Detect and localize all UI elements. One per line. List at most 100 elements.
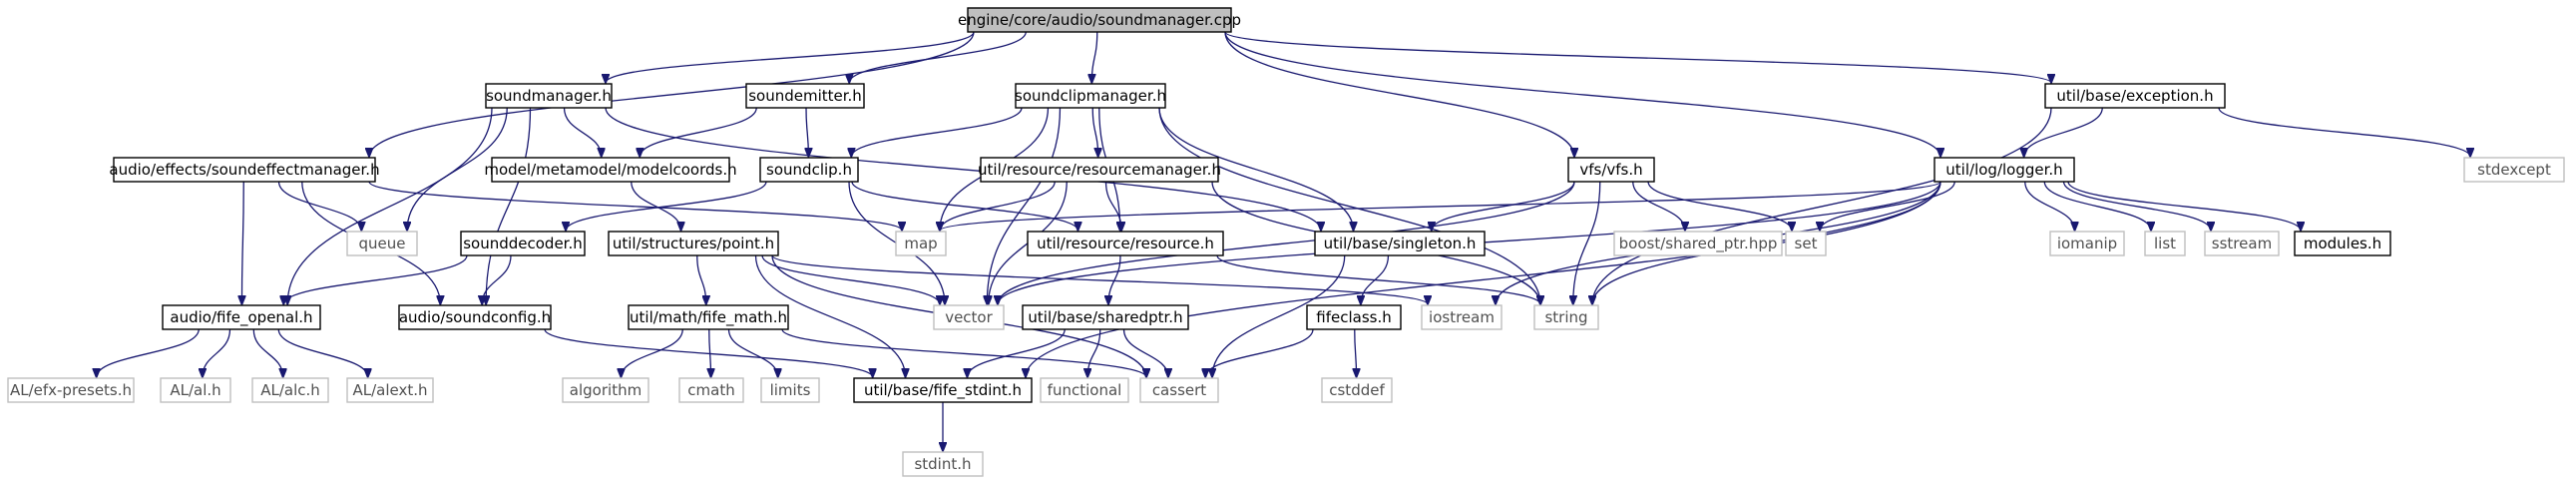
node-label: cstddef [1329,381,1385,399]
node-label: util/math/fife_math.h [630,308,787,327]
edge-vfs_h-to-string [1573,181,1601,304]
node-fife-stdint-h[interactable]: util/base/fife_stdint.h [853,377,1033,403]
edge-fife_openal_h-to-alc_h [252,328,282,377]
node-label: soundemitter.h [748,87,862,105]
node-vfs-h[interactable]: vfs/vfs.h [1567,157,1655,183]
node-soundclipmanager-h[interactable]: soundclipmanager.h [1015,83,1166,109]
node-box [933,304,1005,330]
node-soundemitter-h[interactable]: soundemitter.h [745,83,865,109]
node-box [2463,157,2565,183]
node-soundeffectmanager-h[interactable]: audio/effects/soundeffectmanager.h [109,157,380,183]
node-singleton-h[interactable]: util/base/singleton.h [1314,231,1486,256]
node-point-h[interactable]: util/structures/point.h [608,231,779,256]
edge-logger_h-to-list [2043,181,2151,231]
node-list: list [2144,231,2186,256]
node-soundconfig-h[interactable]: audio/soundconfig.h [398,304,552,330]
node-label: AL/alc.h [260,381,320,399]
node-modelcoords-h[interactable]: model/metamodel/modelcoords.h [484,157,737,183]
node-box [7,377,135,403]
node-exception-h[interactable]: util/base/exception.h [2044,83,2226,109]
node-label: model/metamodel/modelcoords.h [484,161,736,179]
node-label: cassert [1152,381,1206,399]
node-label: soundclipmanager.h [1015,87,1166,105]
node-root[interactable]: engine/core/audio/soundmanager.cpp [958,7,1241,33]
node-limits: limits [760,377,820,403]
node-box [162,304,321,330]
node-box [346,231,418,256]
node-box [1314,231,1486,256]
node-box [980,157,1219,183]
edge-resourcemanager_h-to-map [940,181,1056,231]
edge-logger_h-to-set [1820,181,1955,231]
node-box [485,83,613,109]
node-modules-h[interactable]: modules.h [2294,231,2391,256]
node-soundclip-h[interactable]: soundclip.h [759,157,859,183]
edge-singleton_h-to-cassert [1212,254,1346,377]
edge-root-to-soundclipmanager_h [1091,31,1098,83]
node-label: util/base/sharedptr.h [1028,308,1182,326]
node-label: functional [1048,381,1122,399]
node-box [1613,231,1783,256]
node-box [2049,231,2125,256]
edge-fife_openal_h-to-efx_presets_h [97,328,200,377]
node-label: iostream [1429,308,1495,326]
edge-fife_openal_h-to-alext_h [277,328,367,377]
node-sounddecoder-h[interactable]: sounddecoder.h [460,231,586,256]
node-string: string [1533,304,1599,330]
node-label: util/log/logger.h [1945,161,2062,179]
node-resourcemanager-h[interactable]: util/resource/resourcemanager.h [978,157,1221,183]
node-iostream: iostream [1421,304,1503,330]
node-box [2144,231,2186,256]
edge-soundclipmanager_h-to-resourcemanager_h [1091,107,1097,157]
edge-exception_h-to-stdexcept [2218,107,2470,157]
node-fife-math-h[interactable]: util/math/fife_math.h [628,304,789,330]
edge-root-to-soundeffectmanager_h [369,31,975,157]
edge-fife_math_h-to-limits [727,328,778,377]
node-box [346,377,434,403]
edge-soundclipmanager_h-to-vector [987,107,1062,304]
node-fife-openal-h[interactable]: audio/fife_openal.h [162,304,321,330]
node-label: audio/fife_openal.h [170,308,312,327]
node-label: map [904,235,937,252]
node-box [1015,83,1166,109]
edge-sharedptr_h-to-fife_stdint_h [967,328,1066,377]
node-resource-h[interactable]: util/resource/resource.h [1027,231,1224,256]
node-label: util/resource/resourcemanager.h [978,161,1221,179]
node-box [562,377,649,403]
node-cmath: cmath [678,377,744,403]
edge-vfs_h-to-vector [998,181,1575,304]
node-box [1567,157,1655,183]
node-sharedptr-h[interactable]: util/base/sharedptr.h [1022,304,1189,330]
edge-soundemitter_h-to-modelcoords_h [640,107,757,157]
node-fifeclass-h[interactable]: fifeclass.h [1306,304,1402,330]
node-label: fifeclass.h [1316,308,1391,326]
node-label: audio/soundconfig.h [399,308,551,326]
node-stdexcept: stdexcept [2463,157,2565,183]
node-label: cmath [687,381,734,399]
edge-point_h-to-vector [761,254,940,304]
node-soundmanager-h[interactable]: soundmanager.h [485,83,613,109]
edge-point_h-to-iostream [771,254,1428,304]
node-queue: queue [346,231,418,256]
edge-vfs_h-to-shared_ptr_hpp [1632,181,1685,231]
edge-logger_h-to-iomanip [2024,181,2075,231]
node-alc-h: AL/alc.h [251,377,329,403]
edge-soundmanager_h-to-modelcoords_h [563,107,602,157]
node-box [608,231,779,256]
edge-soundemitter_h-to-soundclip_h [806,107,808,157]
node-box [853,377,1033,403]
node-stdint-h: stdint.h [902,451,984,477]
node-label: AL/al.h [170,381,220,399]
node-label: iomanip [2057,235,2117,252]
edge-point_h-to-fife_math_h [696,254,706,304]
node-logger-h[interactable]: util/log/logger.h [1933,157,2075,183]
node-label: AL/alext.h [352,381,427,399]
node-label: stdint.h [914,455,971,473]
node-label: soundmanager.h [486,87,612,105]
node-box [1022,304,1189,330]
node-box [1933,157,2075,183]
edge-resource_h-to-string [1216,254,1540,304]
edge-root-to-logger_h [1224,31,1940,157]
node-label: modules.h [2304,235,2381,252]
